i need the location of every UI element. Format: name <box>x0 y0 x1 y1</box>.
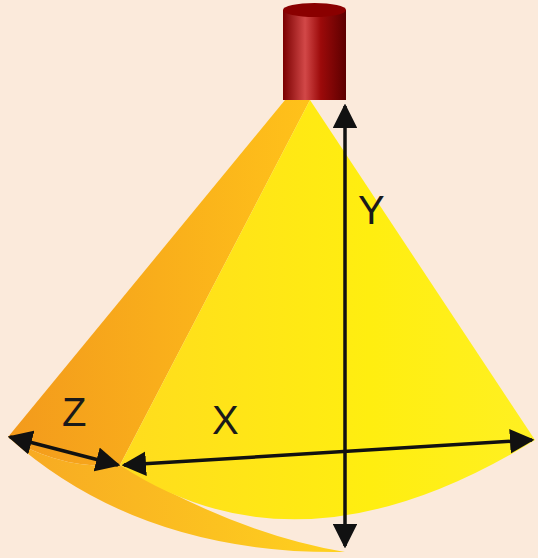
width-label: X <box>212 400 239 440</box>
height-label: Y <box>358 190 385 230</box>
nozzle-body <box>283 10 346 100</box>
front-face <box>120 100 535 519</box>
width-arrow <box>124 440 532 465</box>
depth-label: Z <box>62 392 86 432</box>
nozzle-top <box>283 3 346 17</box>
depth-arrow <box>10 437 118 465</box>
height-arrow <box>343 106 347 546</box>
